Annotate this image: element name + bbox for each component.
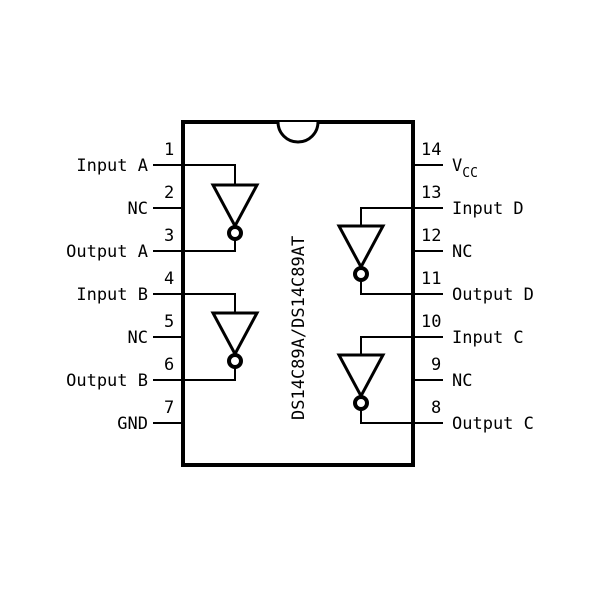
pin-5-label: NC — [128, 328, 148, 348]
pin-9-number: 9 — [431, 355, 441, 375]
gate-c-triangle — [336, 353, 386, 400]
pin-13-label: Input D — [452, 199, 524, 219]
gate-b — [183, 293, 260, 381]
pin-6-label: Output B — [66, 371, 148, 391]
gate-b-output-wire — [183, 367, 236, 381]
pin-8-number: 8 — [431, 398, 441, 418]
pin-11-number: 11 — [421, 269, 441, 289]
pin-6-number: 6 — [164, 355, 174, 375]
pin-1-label: Input A — [76, 156, 148, 176]
gate-c-output-wire — [360, 409, 413, 424]
pin-11-label: Output D — [452, 285, 534, 305]
gate-b-inversion-bubble — [227, 353, 243, 369]
gate-c — [336, 336, 413, 424]
pin-7-number: 7 — [164, 398, 174, 418]
gate-d-input-wire — [360, 207, 413, 226]
pin-3-label: Output A — [66, 242, 148, 262]
part-number: DS14C89A/DS14C89AT — [289, 236, 309, 420]
gate-c-inversion-bubble — [353, 395, 369, 411]
pin-12-label: NC — [452, 242, 472, 262]
pin-8-label: Output C — [452, 414, 534, 434]
pin-2-label: NC — [128, 199, 148, 219]
gate-b-triangle — [210, 311, 260, 358]
gate-a-input-wire — [183, 164, 236, 185]
pin-13-number: 13 — [421, 183, 441, 203]
right-pins: 14 13 12 11 10 9 8 VCC Input D NC Output… — [413, 140, 534, 434]
pin-9-label: NC — [452, 371, 472, 391]
pin-10-number: 10 — [421, 312, 441, 332]
pin-1-number: 1 — [164, 140, 174, 160]
pin-7-label: GND — [117, 414, 148, 434]
orientation-notch — [276, 121, 320, 144]
gate-a-output-wire — [183, 239, 236, 252]
pin-14-label: VCC — [452, 156, 478, 181]
pin-4-number: 4 — [164, 269, 174, 289]
pin-12-number: 12 — [421, 226, 441, 246]
gate-a-inversion-bubble — [227, 225, 243, 241]
vcc-subscript: CC — [462, 166, 478, 181]
pin-4-label: Input B — [76, 285, 148, 305]
pin-2-number: 2 — [164, 183, 174, 203]
pin-5-number: 5 — [164, 312, 174, 332]
gate-b-input-wire — [183, 293, 236, 313]
pin-14-number: 14 — [421, 140, 441, 160]
gate-d-output-wire — [360, 280, 413, 295]
gate-a-triangle — [210, 183, 260, 230]
gate-d — [336, 207, 413, 295]
pin-10-label: Input C — [452, 328, 524, 348]
gate-d-inversion-bubble — [353, 266, 369, 282]
left-pins: 1 2 3 4 5 6 7 Input A NC Output A Input … — [66, 140, 183, 434]
vcc-main: V — [452, 156, 462, 176]
gate-a — [183, 164, 260, 252]
pin-3-number: 3 — [164, 226, 174, 246]
gate-c-input-wire — [360, 336, 413, 355]
gate-d-triangle — [336, 224, 386, 271]
